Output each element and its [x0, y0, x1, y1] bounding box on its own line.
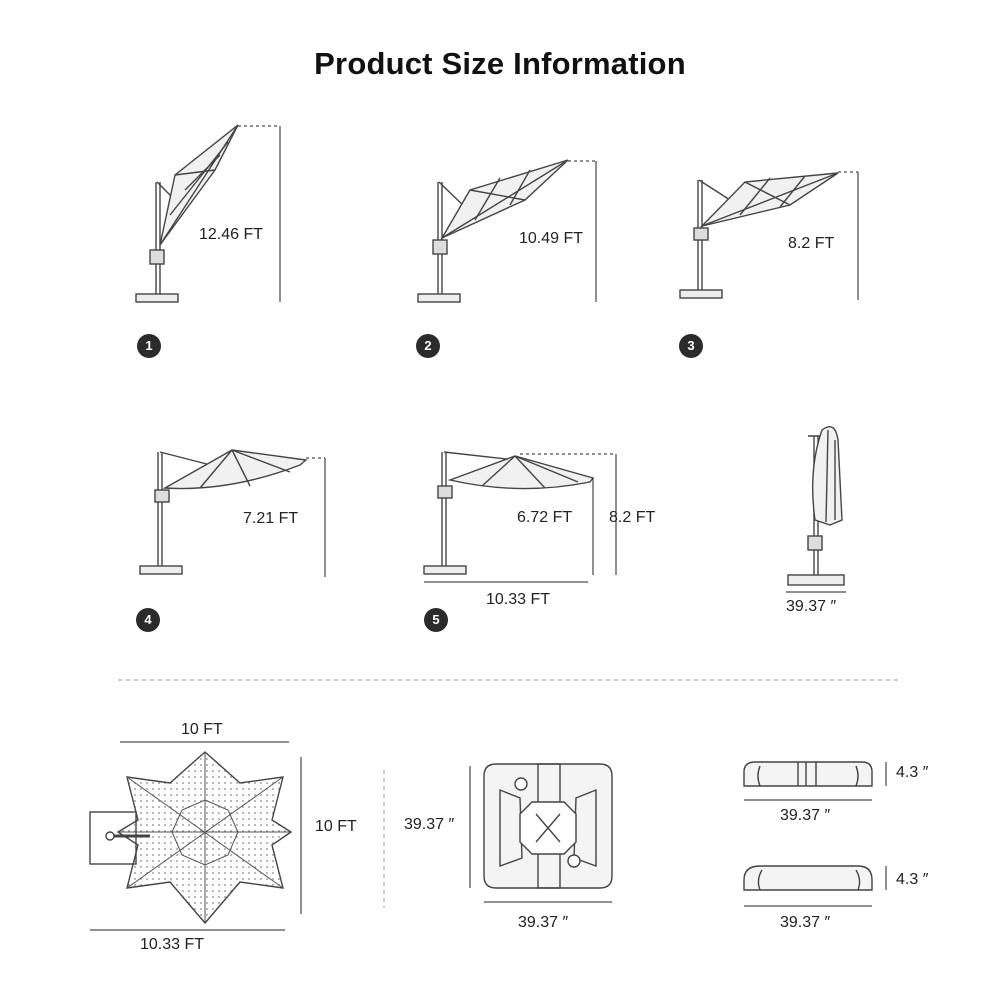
base-top-depth-label: 39.37 ″: [404, 816, 455, 833]
base-side-dimensions-a: [744, 762, 887, 801]
step-badge-5: 5: [424, 608, 448, 632]
base-top-illustration: [483, 763, 613, 889]
height-dimension-2: [568, 160, 597, 302]
base-side-illustration-a: [743, 761, 873, 787]
height-label-4: 7.21 FT: [243, 510, 299, 527]
top-view-width-label: 10 FT: [181, 721, 223, 738]
umbrella-illustration-1: [135, 124, 239, 303]
step-badge-2: 2: [416, 334, 440, 358]
base-side-width-label-a: 39.37 ″: [780, 807, 831, 824]
folded-base-width-label: 39.37 ″: [786, 598, 837, 615]
umbrella-illustration-3: [679, 172, 839, 299]
height-label-1: 12.46 FT: [199, 226, 264, 243]
total-height-label-5: 8.2 FT: [609, 509, 656, 526]
height-dimensions-5: [424, 453, 617, 583]
base-side-height-label-a: 4.3 ″: [896, 764, 929, 781]
base-side-width-label-b: 39.37 ″: [780, 914, 831, 931]
umbrella-illustration-5: [423, 451, 595, 575]
top-view-dimensions: [90, 741, 302, 931]
base-side-dimensions-b: [744, 866, 887, 907]
base-top-dimensions: [469, 766, 612, 903]
height-label-5: 6.72 FT: [517, 509, 573, 526]
height-label-2: 10.49 FT: [519, 230, 584, 247]
base-top-width-label: 39.37 ″: [518, 914, 569, 931]
base-side-illustration-b: [743, 865, 873, 891]
height-label-3: 8.2 FT: [788, 235, 835, 252]
height-dimension-1: [238, 125, 281, 302]
top-view-depth-label: 10 FT: [315, 818, 357, 835]
step-badge-1: 1: [137, 334, 161, 358]
page-title: Product Size Information: [314, 46, 686, 81]
height-dimension-3: [838, 171, 859, 300]
step-badge-3: 3: [679, 334, 703, 358]
umbrella-illustration-4: [139, 449, 308, 575]
folded-umbrella-illustration: [787, 426, 845, 586]
height-dimension-4: [306, 457, 326, 577]
umbrella-illustration-2: [417, 159, 569, 303]
step-badge-4: 4: [136, 608, 160, 632]
top-view-illustration: [89, 751, 293, 925]
base-side-height-label-b: 4.3 ″: [896, 871, 929, 888]
top-view-reach-label: 10.33 FT: [140, 936, 205, 953]
reach-label-5: 10.33 FT: [486, 591, 551, 608]
